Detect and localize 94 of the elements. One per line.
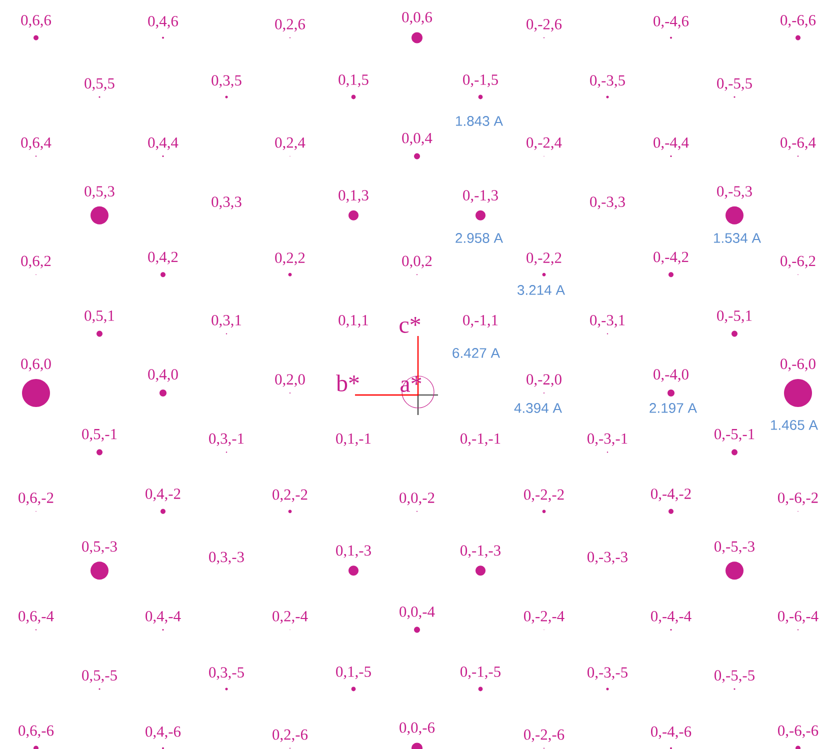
reflection-label: 0,3,-5	[209, 667, 244, 680]
reflection-label: 0,2,-2	[272, 489, 308, 502]
reflection-label: 0,-3,-5	[588, 667, 628, 680]
reflection-label: 0,1,1	[338, 314, 368, 328]
d-spacing-label: 1.843 A	[456, 116, 503, 126]
reflection-label: 0,2,0	[275, 374, 305, 387]
reflection-label: 0,4,6	[148, 16, 178, 29]
reflection-label: 0,-5,-3	[714, 541, 754, 554]
reflection-label: 0,6,-6	[18, 725, 54, 738]
reflection-label: 0,-4,6	[654, 16, 689, 29]
reflection-label: 0,-2,-2	[524, 489, 564, 502]
reflection-label: 0,-2,6	[526, 18, 562, 32]
reflection-label: 0,0,-6	[400, 722, 435, 736]
d-spacing-label: 6.427 A	[452, 348, 500, 358]
reflection-label: 0,6,2	[21, 256, 51, 268]
axis-label: c*	[400, 317, 420, 333]
reflection-label: 0,5,3	[84, 186, 114, 199]
reflection-label: 0,0,-2	[400, 492, 434, 506]
d-spacing-label: 2.958 A	[456, 233, 503, 243]
reflection-label: 0,0,4	[402, 132, 432, 146]
reflection-label: 0,-5,5	[717, 78, 752, 91]
reflection-label: 0,4,-6	[146, 726, 181, 740]
reflection-label: 0,-1,-3	[460, 545, 500, 558]
reflection-label: 0,-6,-6	[778, 725, 818, 738]
reflection-label: 0,-6,-2	[778, 492, 818, 506]
reflection-label: 0,1,-1	[336, 433, 371, 446]
reflection-label: 0,-3,3	[590, 196, 625, 210]
reflection-label: 0,1,3	[338, 190, 368, 203]
reflection-label: 0,6,-4	[18, 610, 54, 624]
reflection-label: 0,6,-2	[18, 492, 54, 506]
reflection-label: 0,-3,1	[590, 314, 625, 328]
reflection-label: 0,4,0	[148, 369, 178, 382]
reflection-label: 0,1,5	[338, 74, 368, 88]
reflection-label: 0,-6,6	[780, 14, 816, 28]
axis-label: b*	[336, 374, 359, 392]
reflection-label: 0,-4,4	[654, 137, 689, 150]
reflection-label: 0,3,-1	[209, 433, 244, 446]
reflection-label: 0,-5,-5	[714, 670, 754, 683]
reflection-label: 0,3,3	[212, 196, 242, 210]
d-spacing-label: 2.197 A	[650, 403, 697, 413]
reflection-label: 0,-3,-3	[588, 552, 628, 564]
reflection-label: 0,0,-4	[400, 606, 435, 620]
reflection-label: 0,-4,0	[654, 369, 688, 382]
reflection-label: 0,0,6	[402, 12, 432, 25]
reflection-label: 0,4,-4	[146, 610, 181, 624]
reflection-label: 0,4,2	[148, 252, 178, 264]
reflection-label: 0,-1,3	[463, 190, 498, 203]
reflection-label: 0,0,2	[402, 256, 432, 268]
reflection-label: 0,-3,5	[590, 75, 625, 88]
reflection-label: 0,3,-3	[209, 552, 244, 564]
reflection-label: 0,-4,-2	[651, 488, 691, 502]
reflection-label: 0,5,1	[84, 310, 114, 324]
reflection-label: 0,-6,0	[780, 358, 816, 372]
reflection-label: 0,-5,1	[717, 310, 752, 324]
reflection-label: 0,2,6	[275, 18, 305, 32]
d-spacing-label: 3.214 A	[518, 285, 565, 295]
reflection-label: 0,6,0	[21, 358, 51, 372]
reflection-label: 0,-5,3	[717, 186, 752, 199]
reflection-label: 0,-2,-4	[524, 610, 564, 624]
reflection-label: 0,2,-4	[272, 610, 308, 624]
reflection-label: 0,2,-6	[272, 729, 308, 742]
reflection-label: 0,4,-2	[146, 488, 180, 502]
reflection-label: 0,-5,-1	[714, 428, 754, 442]
d-spacing-label: 4.394 A	[514, 403, 562, 413]
reflection-label: 0,-1,5	[463, 74, 498, 88]
reflection-label: 0,3,1	[212, 314, 242, 328]
reflection-label: 0,3,5	[212, 75, 242, 88]
reflection-label: 0,-1,1	[463, 314, 498, 328]
reflection-label: 0,2,2	[275, 252, 305, 266]
reflection-label: 0,5,-1	[82, 428, 117, 442]
reflection-label: 0,-1,-1	[460, 433, 500, 446]
reflection-label: 0,5,-5	[82, 670, 117, 683]
reflection-label: 0,-3,-1	[588, 433, 628, 446]
reflection-label: 0,-4,2	[654, 252, 688, 264]
reflection-label: 0,-6,2	[780, 256, 816, 268]
reflection-label: 0,5,5	[84, 78, 114, 91]
reflection-label: 0,4,4	[148, 137, 178, 150]
d-spacing-label: 1.534 A	[714, 233, 761, 243]
reflection-label: 0,-6,4	[780, 137, 816, 150]
reflection-label: 0,-4,-4	[651, 610, 692, 624]
reflection-label: 0,6,4	[21, 137, 52, 150]
reflection-label: 0,-2,-6	[524, 729, 564, 742]
reflection-label: 0,-2,4	[526, 137, 562, 150]
reflection-label: 0,1,-5	[336, 666, 371, 680]
d-spacing-label: 1.465 A	[771, 420, 818, 430]
reflection-label: 0,2,4	[275, 137, 306, 150]
reflection-label: 0,-2,0	[526, 374, 562, 387]
reflection-label: 0,6,6	[21, 14, 51, 28]
reflection-label: 0,-4,-6	[651, 726, 692, 740]
reflection-label: 0,-2,2	[526, 252, 562, 266]
reflection-label: 0,5,-3	[82, 541, 117, 554]
reflection-label: 0,1,-3	[336, 545, 371, 558]
reflection-label: 0,-1,-5	[460, 666, 500, 680]
reflection-label: 0,-6,-4	[778, 610, 818, 624]
